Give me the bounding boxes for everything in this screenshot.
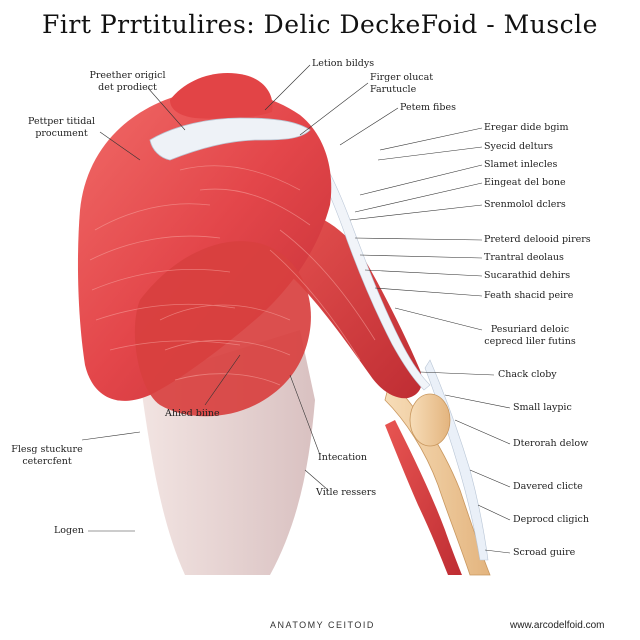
label-scroad-line1: Scroad guire — [513, 547, 575, 559]
label-ahied: Ahied biine — [165, 408, 220, 420]
label-flesg-line1: Flesg stuckure — [2, 444, 92, 456]
label-sucarathid-line1: Sucarathid dehirs — [484, 270, 570, 282]
label-firger: Firger olucat Farutucle — [370, 72, 433, 96]
label-sucarathid: Sucarathid dehirs — [484, 270, 570, 282]
label-dterorah-line1: Dterorah delow — [513, 438, 588, 450]
label-vitle-line1: Vitle ressers — [316, 487, 376, 499]
label-firger-line1: Firger olucat — [370, 72, 433, 84]
label-chack-line1: Chack cloby — [498, 369, 557, 381]
label-small-line1: Small laypic — [513, 402, 572, 414]
label-syecid: Syecid delturs — [484, 141, 553, 153]
label-flesg: Flesg stuckure cetercfent — [2, 444, 92, 468]
elbow-joint — [410, 394, 450, 446]
label-eregar: Eregar dide bgim — [484, 122, 568, 134]
label-slamet: Slamet inlecles — [484, 159, 557, 171]
label-petem-line1: Petem fibes — [400, 102, 456, 114]
label-logen: Logen — [54, 525, 84, 537]
label-pesuriard: Pesuriard deloic ceprecd liler futins — [470, 324, 590, 348]
label-pettper-line2: procument — [14, 128, 109, 140]
label-logen-line1: Logen — [54, 525, 84, 537]
label-dterorah: Dterorah delow — [513, 438, 588, 450]
label-feath-line1: Feath shacid peire — [484, 290, 573, 302]
label-intecation-line1: Intecation — [318, 452, 367, 464]
label-preether-line1: Preether origicl — [80, 70, 175, 82]
label-pettper-line1: Pettper titidal — [14, 116, 109, 128]
label-pettper: Pettper titidal procument — [14, 116, 109, 140]
label-preether: Preether origicl det prodiect — [80, 70, 175, 94]
label-deprocd: Deprocd cligich — [513, 514, 589, 526]
footer-website: www.arcodelfoid.com — [510, 620, 604, 631]
label-intecation: Intecation — [318, 452, 367, 464]
label-eingeat-line1: Eingeat del bone — [484, 177, 566, 189]
label-slamet-line1: Slamet inlecles — [484, 159, 557, 171]
label-vitle: Vitle ressers — [316, 487, 376, 499]
label-trantral: Trantral deolaus — [484, 252, 564, 264]
label-syecid-line1: Syecid delturs — [484, 141, 553, 153]
label-letion-line1: Letion bildys — [312, 58, 374, 70]
label-petem: Petem fibes — [400, 102, 456, 114]
label-feath: Feath shacid peire — [484, 290, 573, 302]
label-pesuriard-line1: Pesuriard deloic — [470, 324, 590, 336]
label-srenmolol: Srenmolol dclers — [484, 199, 566, 211]
footer-brand: ANATOMY CEITOID — [270, 620, 375, 630]
label-flesg-line2: cetercfent — [2, 456, 92, 468]
label-chack: Chack cloby — [498, 369, 557, 381]
label-srenmolol-line1: Srenmolol dclers — [484, 199, 566, 211]
label-preether-line2: det prodiect — [80, 82, 175, 94]
label-scroad: Scroad guire — [513, 547, 575, 559]
label-firger-line2: Farutucle — [370, 84, 433, 96]
label-preterd: Preterd delooid pirers — [484, 234, 591, 246]
label-small: Small laypic — [513, 402, 572, 414]
label-preterd-line1: Preterd delooid pirers — [484, 234, 591, 246]
trapezius-bulge — [170, 73, 273, 119]
label-ahied-line1: Ahied biine — [165, 408, 220, 420]
label-trantral-line1: Trantral deolaus — [484, 252, 564, 264]
label-davered: Davered clicte — [513, 481, 583, 493]
label-letion: Letion bildys — [312, 58, 374, 70]
label-eingeat: Eingeat del bone — [484, 177, 566, 189]
label-davered-line1: Davered clicte — [513, 481, 583, 493]
label-eregar-line1: Eregar dide bgim — [484, 122, 568, 134]
label-pesuriard-line2: ceprecd liler futins — [470, 336, 590, 348]
label-deprocd-line1: Deprocd cligich — [513, 514, 589, 526]
